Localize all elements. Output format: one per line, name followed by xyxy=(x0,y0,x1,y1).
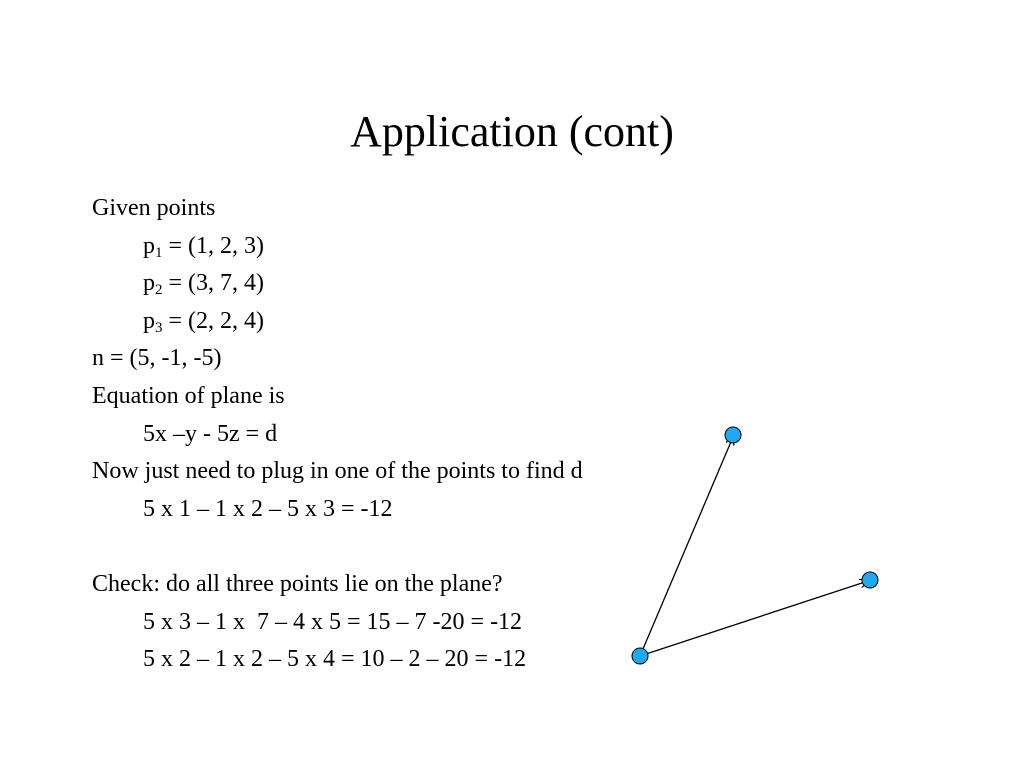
point-subscript: 3 xyxy=(155,319,163,336)
blank-line xyxy=(92,528,812,566)
check-label: Check: do all three points lie on the pl… xyxy=(92,570,503,597)
point-value: = (2, 2, 4) xyxy=(162,307,265,334)
equation-label: Equation of plane is xyxy=(92,382,285,409)
point-value: = (1, 2, 3) xyxy=(162,232,265,259)
point-name: p xyxy=(143,270,155,297)
diagram-point-top xyxy=(724,426,742,444)
plug-in-text: Now just need to plug in one of the poin… xyxy=(92,458,583,485)
normal-vector: n = (5, -1, -5) xyxy=(92,345,222,372)
check-calculation-1: 5 x 3 – 1 x 7 – 4 x 5 = 15 – 7 -20 = -12 xyxy=(143,608,523,635)
point-name: p xyxy=(143,232,155,259)
point-value: = (3, 7, 4) xyxy=(162,270,265,297)
point-p1: p1 = (1, 2, 3) xyxy=(92,228,812,266)
slide-title: Application (cont) xyxy=(350,107,674,156)
given-points-label: Given points xyxy=(92,195,216,221)
point-subscript: 2 xyxy=(155,282,163,299)
d-calculation: 5 x 1 – 1 x 2 – 5 x 3 = -12 xyxy=(143,495,393,522)
point-p3: p3 = (2, 2, 4) xyxy=(92,303,812,341)
point-name: p xyxy=(143,307,155,334)
slide-body: Given points p1 = (1, 2, 3) p2 = (3, 7, … xyxy=(92,190,812,679)
point-p2: p2 = (3, 7, 4) xyxy=(92,265,812,303)
check-calculation-2: 5 x 2 – 1 x 2 – 5 x 4 = 10 – 2 – 20 = -1… xyxy=(143,646,527,673)
vector-arrow-to-p2 xyxy=(639,437,733,657)
vector-arrow-to-p3 xyxy=(639,581,868,657)
diagram-point-origin xyxy=(631,647,649,665)
diagram-point-right xyxy=(861,571,879,589)
plane-equation: 5x –y - 5z = d xyxy=(143,420,278,447)
point-subscript: 1 xyxy=(155,244,163,261)
